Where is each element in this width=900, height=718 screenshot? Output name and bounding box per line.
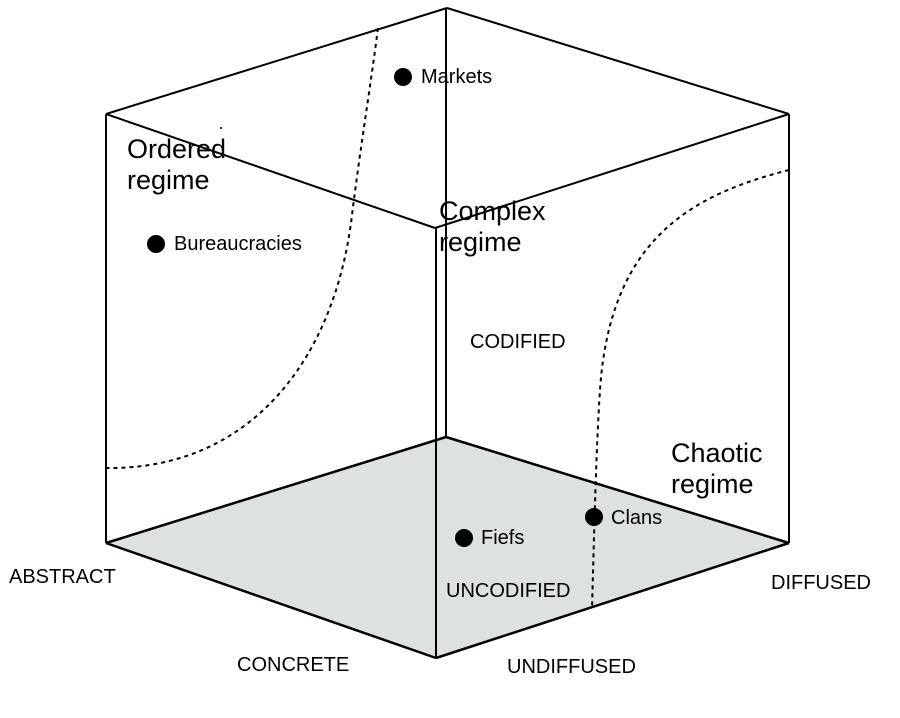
point-fiefs bbox=[455, 529, 473, 547]
stray-dot-mark bbox=[220, 127, 222, 129]
axis-label-uncodified: UNCODIFIED bbox=[446, 580, 571, 602]
markets-label: Markets bbox=[421, 66, 493, 88]
point-markets bbox=[394, 68, 412, 86]
bottom-edge-front-left bbox=[105, 541, 437, 660]
top-edge-back-left bbox=[105, 7, 448, 115]
axis-label-undiffused: UNDIFFUSED bbox=[507, 656, 636, 678]
ordered-regime-line1: Ordered bbox=[127, 134, 227, 164]
chaotic-regime-line2: regime bbox=[671, 469, 754, 499]
top-edge-front-left bbox=[105, 113, 436, 229]
chaotic-regime-line1: Chaotic bbox=[671, 438, 763, 468]
bottom-edge-back-right bbox=[445, 435, 790, 545]
floor-plane bbox=[106, 437, 789, 658]
top-edge-front-right bbox=[434, 113, 790, 229]
ordered-regime-boundary bbox=[105, 27, 379, 470]
chaotic-regime-boundary bbox=[591, 169, 790, 609]
clans-label: Clans bbox=[611, 507, 663, 529]
axis-label-diffused: DIFFUSED bbox=[771, 572, 871, 594]
complex-regime-line1: Complex bbox=[439, 196, 546, 226]
fiefs-label: Fiefs bbox=[481, 527, 525, 549]
complex-regime-label: Complex regime bbox=[439, 196, 546, 258]
ordered-regime-label: Ordered regime bbox=[127, 134, 226, 196]
bottom-edge-back-left bbox=[105, 435, 447, 545]
axis-label-concrete: CONCRETE bbox=[237, 654, 350, 676]
point-clans bbox=[585, 508, 603, 526]
point-bureaucracies bbox=[147, 235, 165, 253]
complex-regime-line2: regime bbox=[439, 227, 522, 257]
axis-label-abstract: ABSTRACT bbox=[9, 566, 116, 588]
chaotic-regime-label: Chaotic regime bbox=[671, 438, 763, 500]
bureaucracies-label: Bureaucracies bbox=[174, 233, 302, 255]
ordered-regime-line2: regime bbox=[127, 165, 210, 195]
top-edge-back-right bbox=[446, 7, 790, 115]
bottom-edge-front-right bbox=[435, 541, 790, 660]
axis-label-codified: CODIFIED bbox=[470, 331, 566, 353]
